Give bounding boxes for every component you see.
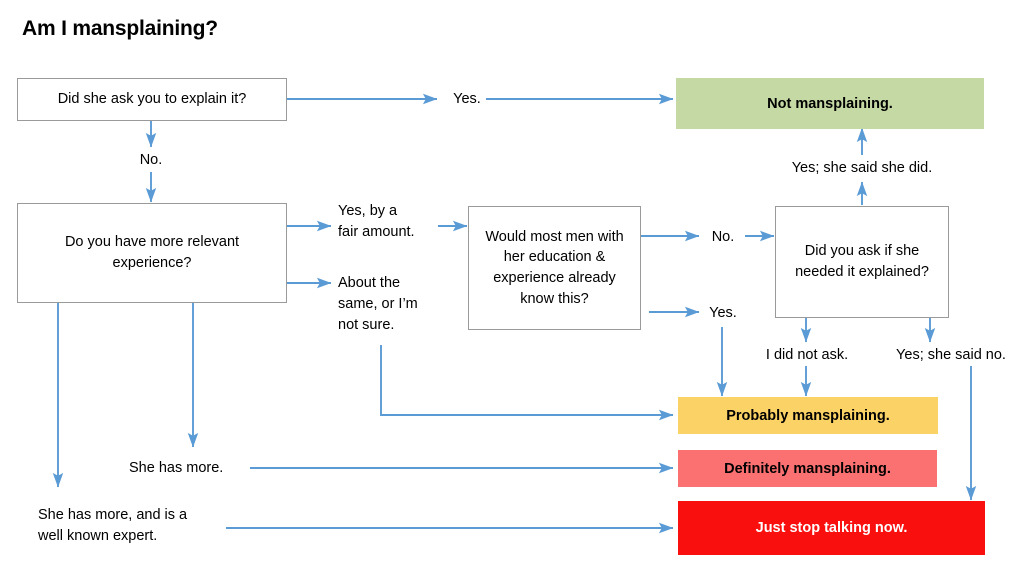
edge-label-yes-she-said-no: Yes; she said no.	[896, 347, 1006, 363]
question-box-would-most-men-know[interactable]: Would most men with her education & expe…	[468, 206, 641, 330]
edge-label-yes-she-said-she-did: Yes; she said she did.	[791, 160, 933, 176]
result-box-not-mansplaining[interactable]: Not mansplaining.	[676, 78, 984, 129]
result-box-probably-mansplaining[interactable]: Probably mansplaining.	[678, 397, 938, 434]
edge-label-i-did-not-ask: I did not ask.	[765, 347, 849, 363]
question-box-more-relevant-experience[interactable]: Do you have more relevant experience?	[17, 203, 287, 303]
edge-label-no-mid: No.	[711, 229, 735, 245]
edge-label-she-has-more: She has more.	[129, 460, 224, 476]
edge-label-yes-top: Yes.	[453, 91, 481, 107]
edge-label-yes-by-fair-amount: Yes, by a fair amount.	[338, 203, 415, 241]
edge-label-yes-mid: Yes.	[709, 305, 737, 321]
edge-label-no-down: No.	[139, 152, 163, 168]
question-box-did-you-ask-if-needed[interactable]: Did you ask if she needed it explained?	[775, 206, 949, 318]
question-box-did-she-ask[interactable]: Did she ask you to explain it?	[17, 78, 287, 121]
page-title: Am I mansplaining?	[22, 17, 218, 40]
result-box-definitely-mansplaining[interactable]: Definitely mansplaining.	[678, 450, 937, 487]
edge-label-about-the-same: About the same, or I’m not sure.	[338, 275, 418, 334]
edge-label-she-has-more-well-known-expert: She has more, and is a well known expert…	[38, 507, 188, 545]
result-box-just-stop-talking[interactable]: Just stop talking now.	[678, 501, 985, 555]
